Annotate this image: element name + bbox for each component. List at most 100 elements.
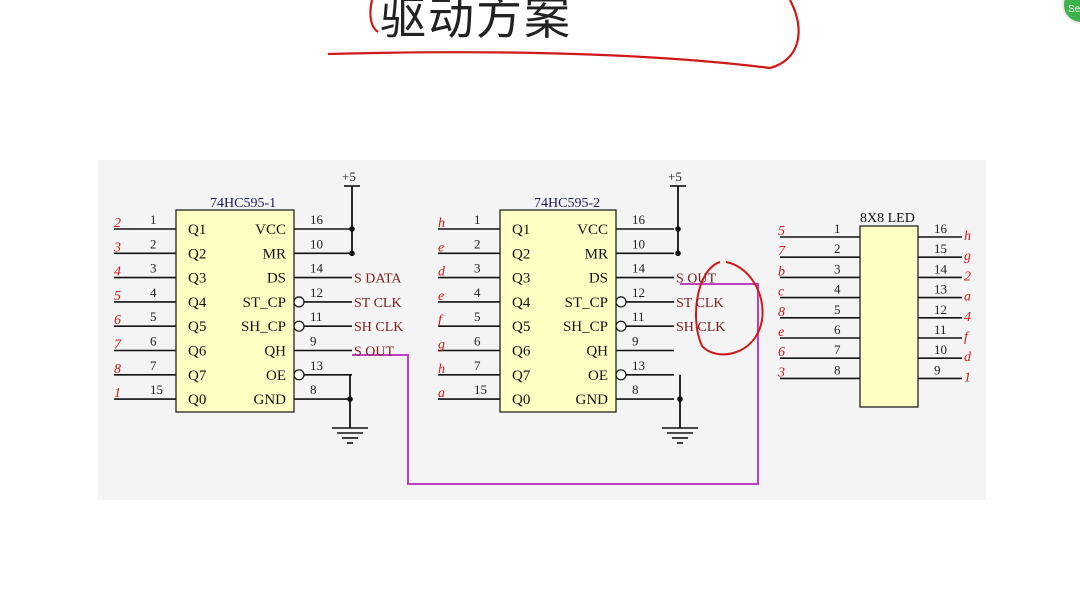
right-pin-number: 10 <box>632 236 645 251</box>
led-left-annotation: 5 <box>778 224 785 239</box>
led-right-annotation: 4 <box>964 310 971 325</box>
left-pin-label: Q6 <box>512 344 531 360</box>
led-right-number: 16 <box>934 221 948 236</box>
right-pin-number: 13 <box>632 358 645 373</box>
left-pin-label: Q0 <box>512 392 530 408</box>
right-pin-label: DS <box>267 271 286 287</box>
left-pin-label: Q1 <box>188 222 206 238</box>
led-left-number: 6 <box>834 322 841 337</box>
net-label: SH CLK <box>354 320 403 335</box>
right-pin-label: DS <box>589 271 608 287</box>
led-left-annotation: b <box>778 264 785 279</box>
left-pin-number: 5 <box>150 309 157 324</box>
left-pin-annotation: 5 <box>114 289 121 304</box>
supply-label: +5 <box>342 169 356 184</box>
left-pin-label: Q3 <box>512 271 530 287</box>
net-label: S DATA <box>354 272 402 287</box>
left-pin-annotation: f <box>438 313 444 328</box>
right-pin-number: 16 <box>310 212 324 227</box>
left-pin-number: 1 <box>474 212 481 227</box>
right-pin-number: 13 <box>310 358 323 373</box>
right-pin-number: 10 <box>310 236 323 251</box>
right-pin-number: 12 <box>310 285 323 300</box>
left-pin-number: 5 <box>474 309 481 324</box>
led-matrix-8x8: 8X8 LED15273b4c586e768316h15g14213a12411… <box>777 211 972 408</box>
left-pin-annotation: g <box>438 338 445 353</box>
right-pin-number: 11 <box>632 309 645 324</box>
right-pin-label: MR <box>263 246 286 262</box>
left-pin-annotation: 8 <box>114 362 121 377</box>
left-pin-number: 2 <box>150 236 157 251</box>
led-left-number: 8 <box>834 362 841 377</box>
right-pin-label: ST_CP <box>565 295 608 311</box>
right-pin-label: SH_CP <box>563 319 608 335</box>
led-right-annotation: g <box>964 249 971 264</box>
left-pin-number: 3 <box>474 261 481 276</box>
right-pin-number: 16 <box>632 212 646 227</box>
inversion-bubble <box>293 369 305 381</box>
right-pin-number: 8 <box>632 382 639 397</box>
left-pin-number: 3 <box>150 261 157 276</box>
led-right-number: 15 <box>934 241 947 256</box>
right-pin-label: OE <box>588 368 608 384</box>
right-pin-label: GND <box>254 392 287 408</box>
left-pin-number: 1 <box>150 212 157 227</box>
right-pin-label: OE <box>266 368 286 384</box>
chip-74hc595-1: 74HC595-11Q122Q233Q344Q455Q566Q677Q7815Q… <box>113 169 403 444</box>
net-label: S OUT <box>354 345 395 360</box>
left-pin-number: 7 <box>150 358 157 373</box>
left-pin-number: 7 <box>474 358 481 373</box>
slide-title: 驱动方案 <box>380 0 572 45</box>
led-right-annotation: a <box>964 290 971 305</box>
led-right-annotation: 2 <box>964 269 971 284</box>
right-pin-label: VCC <box>577 222 608 238</box>
right-pin-number: 9 <box>310 334 317 349</box>
supply-label: +5 <box>668 169 682 184</box>
left-pin-label: Q7 <box>512 368 531 384</box>
left-pin-label: Q2 <box>188 246 206 262</box>
led-right-annotation: f <box>964 330 970 345</box>
left-pin-annotation: e <box>438 240 444 255</box>
left-pin-number: 15 <box>150 382 163 397</box>
left-pin-label: Q5 <box>512 319 530 335</box>
net-label: ST CLK <box>354 296 402 311</box>
right-pin-label: GND <box>576 392 609 408</box>
left-pin-annotation: 7 <box>114 338 122 353</box>
right-pin-label: QH <box>264 344 286 360</box>
left-pin-annotation: 1 <box>114 386 121 401</box>
left-pin-label: Q2 <box>512 246 530 262</box>
led-left-annotation: c <box>778 285 785 300</box>
junction-dot <box>677 396 683 402</box>
chip-name: 74HC595-2 <box>534 196 600 211</box>
led-right-number: 11 <box>934 322 947 337</box>
left-pin-annotation: e <box>438 289 444 304</box>
led-right-annotation: d <box>964 350 972 365</box>
clk-circle-annotation <box>695 261 764 356</box>
left-pin-number: 2 <box>474 236 481 251</box>
junction-dot <box>349 250 355 257</box>
left-pin-label: Q4 <box>188 295 207 311</box>
led-left-number: 4 <box>834 282 841 297</box>
junction-dot <box>347 396 353 402</box>
left-pin-label: Q6 <box>188 344 207 360</box>
right-pin-label: MR <box>585 246 608 262</box>
led-left-number: 5 <box>834 302 841 317</box>
net-label: ST CLK <box>676 296 724 311</box>
title-circle-annotation <box>327 0 800 70</box>
led-right-annotation: h <box>964 229 971 244</box>
left-pin-label: Q0 <box>188 392 206 408</box>
left-pin-annotation: d <box>438 265 446 280</box>
chip-name: 74HC595-1 <box>210 196 276 211</box>
left-pin-label: Q7 <box>188 368 207 384</box>
led-right-number: 9 <box>934 362 941 377</box>
right-pin-number: 14 <box>310 261 324 276</box>
left-pin-label: Q1 <box>512 222 530 238</box>
led-left-number: 2 <box>834 241 841 256</box>
left-pin-annotation: h <box>438 216 445 231</box>
led-left-number: 3 <box>834 261 841 276</box>
led-left-annotation: 6 <box>778 345 785 360</box>
right-pin-number: 9 <box>632 334 639 349</box>
left-pin-number: 4 <box>150 285 157 300</box>
